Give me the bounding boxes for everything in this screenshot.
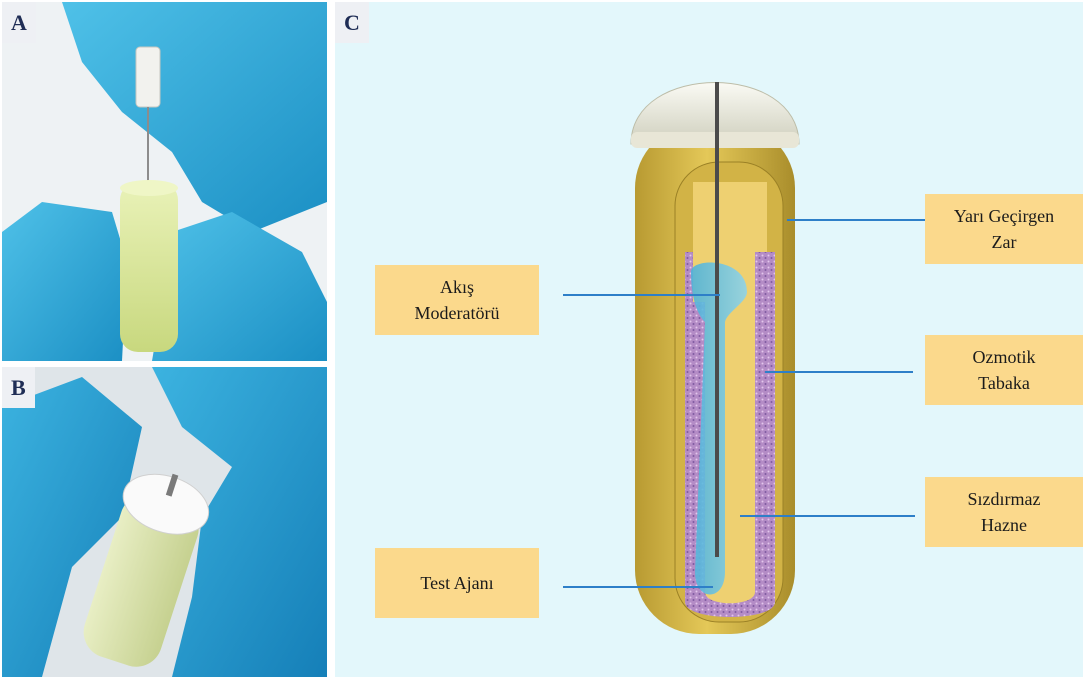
- panel-a-letter: A: [2, 2, 36, 43]
- panel-b-illustration: [2, 367, 327, 677]
- flow-moderator: [715, 82, 719, 557]
- syringe-barrel: [136, 47, 160, 107]
- panel-a-illustration: [2, 2, 327, 361]
- label-yari-gecirgen-zar: Yarı Geçirgen Zar: [925, 194, 1083, 264]
- label-ozmotik-tabaka: Ozmotik Tabaka: [925, 335, 1083, 405]
- panel-b-letter: B: [2, 367, 35, 408]
- left-glove: [2, 202, 127, 361]
- label-test-ajani: Test Ajanı: [375, 548, 539, 618]
- panel-c-diagram: C Akış Moderatörü Test Ajanı Yarı Geçirg…: [335, 2, 1083, 677]
- panel-b-photo: B: [2, 367, 327, 677]
- label-akis-moderatoru: Akış Moderatörü: [375, 265, 539, 335]
- panel-a-photo: A: [2, 2, 327, 361]
- panel-c-letter: C: [335, 2, 369, 43]
- label-sizdirmaz-hazne: Sızdırmaz Hazne: [925, 477, 1083, 547]
- pump-body: [120, 182, 178, 352]
